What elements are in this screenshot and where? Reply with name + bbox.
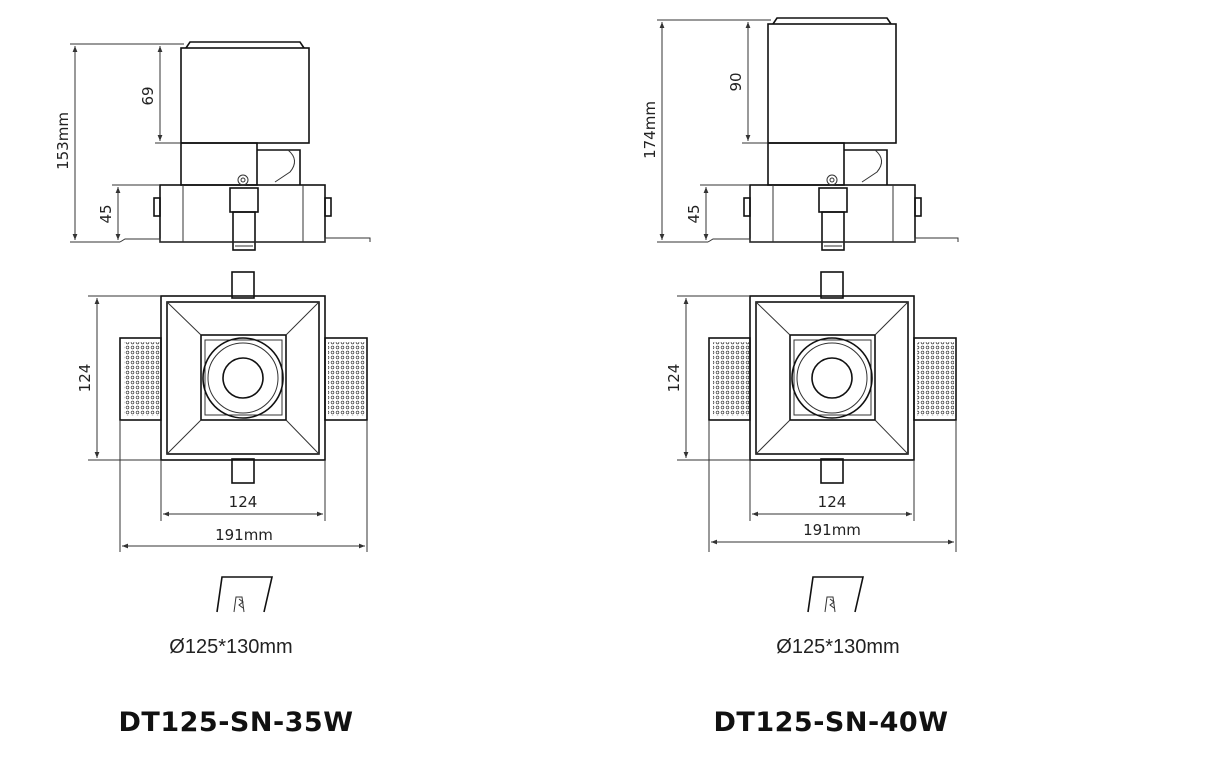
total-height-label: 174mm [641,101,659,159]
front-height-label: 124 [76,364,94,393]
adjust-screw-icon [826,174,838,186]
cutout-label: Ø125*130mm [776,636,899,658]
inner-width-label: 124 [229,493,258,511]
total-height-label: 153mm [54,112,72,170]
upper-height-label: 90 [727,72,745,91]
overall-width-label: 191mm [803,521,861,539]
cutout-label: Ø125*130mm [169,636,292,658]
cutout-icon [807,576,865,613]
lower-height-label: 45 [685,204,703,223]
inner-width-label: 124 [818,493,847,511]
side-view [707,17,959,251]
front-view [119,271,368,484]
side-view [119,41,371,251]
front-dimensions: 124 124 191mm [665,295,957,552]
upper-height-label: 69 [139,86,157,105]
model-name: DT125-SN-40W [714,707,949,738]
product-right: 174mm 90 45 [641,17,959,738]
adjust-screw-icon [237,174,249,186]
front-view [708,271,957,484]
product-left: 153mm 69 45 [54,41,371,738]
model-name: DT125-SN-35W [119,707,354,738]
overall-width-label: 191mm [215,526,273,544]
side-dimensions: 174mm 90 45 [641,19,771,243]
lower-height-label: 45 [97,204,115,223]
front-height-label: 124 [665,364,683,393]
side-dimensions: 153mm 69 45 [54,43,184,243]
front-dimensions: 124 124 191mm [76,295,368,552]
cutout-icon [216,576,274,613]
